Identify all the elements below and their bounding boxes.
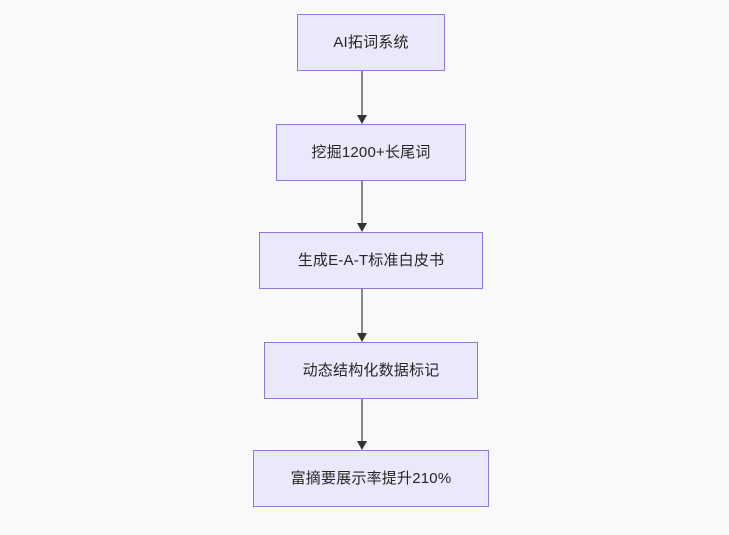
flow-node-label: 动态结构化数据标记 [302, 361, 440, 379]
edge-n4-n5 [353, 399, 371, 450]
edge-arrow-icon [357, 71, 367, 124]
flow-node-label: 挖掘1200+长尾词 [311, 143, 431, 161]
flow-node-generate-eat-whitepaper[interactable]: 生成E-A-T标准白皮书 [259, 232, 483, 289]
edge-n2-n3 [353, 181, 371, 232]
flow-node-ai-keyword-system[interactable]: AI拓词系统 [297, 14, 445, 71]
edge-arrow-icon [357, 289, 367, 342]
edge-n3-n4 [353, 289, 371, 342]
edge-arrow-icon [357, 181, 367, 232]
flow-node-label: 生成E-A-T标准白皮书 [297, 251, 445, 269]
edge-n1-n2 [353, 71, 371, 124]
flow-node-label: 富摘要展示率提升210% [290, 469, 452, 487]
flow-node-rich-snippet-uplift[interactable]: 富摘要展示率提升210% [253, 450, 489, 507]
flow-node-mine-longtail-keywords[interactable]: 挖掘1200+长尾词 [276, 124, 466, 181]
edge-arrow-icon [357, 399, 367, 450]
flow-node-dynamic-structured-data[interactable]: 动态结构化数据标记 [264, 342, 478, 399]
flow-node-label: AI拓词系统 [333, 33, 409, 51]
